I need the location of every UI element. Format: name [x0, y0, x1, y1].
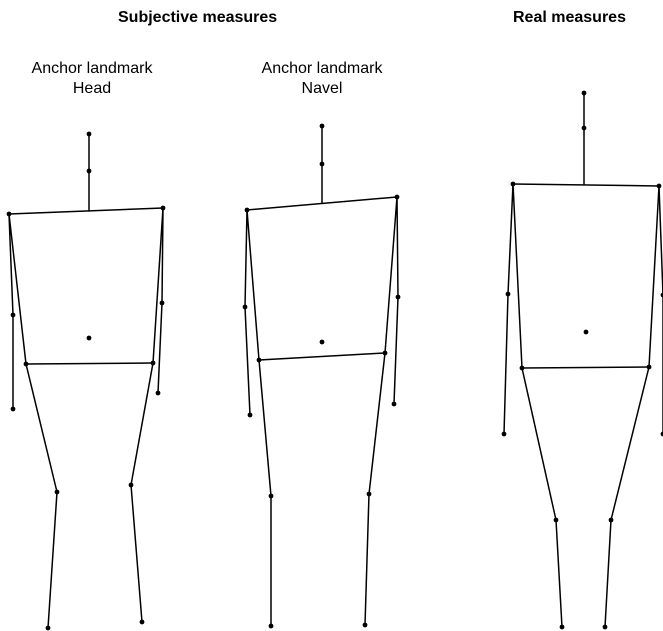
head-segment-shL-elbL [8, 213, 14, 316]
navel-segment-shL-hipL [246, 209, 260, 361]
head-segment-hipL-hipR [25, 362, 154, 365]
real-landmark-wrL [501, 431, 507, 437]
real-measures-body-figure [501, 90, 663, 630]
navel-anchor-label: Anchor landmark Navel [245, 59, 399, 99]
real-segment-elbL-wrL [503, 293, 509, 435]
navel-landmark-neck [319, 161, 325, 167]
head-landmark-neck [86, 168, 92, 174]
navel-landmark-kneeR [366, 491, 372, 497]
real-segment-shL-shR [512, 183, 660, 187]
real-landmark-kneeR [608, 517, 614, 523]
real-landmark-ankR [602, 624, 608, 630]
head-segment-hipL-kneeL [25, 363, 58, 493]
navel-segment-elbR-wrR [393, 296, 399, 405]
real-landmark-shL [510, 181, 516, 187]
navel-landmark-ankR [362, 622, 368, 628]
real-landmark-navel [583, 329, 589, 335]
head-landmark-wrL [10, 406, 16, 412]
navel-segment-shR-elbR [396, 196, 399, 298]
real-landmark-shR [656, 183, 662, 189]
real-segment-shR-hipR [648, 185, 660, 368]
navel-landmark-elbL [242, 304, 248, 310]
head-anchor-label-line1: Anchor landmark [31, 60, 153, 77]
navel-landmark-shR [394, 194, 400, 200]
real-measures-heading: Real measures [513, 9, 626, 26]
head-segment-shL-shR [8, 207, 164, 215]
subjective-measures-heading: Subjective measures [118, 9, 278, 26]
navel-segment-elbL-wrL [244, 306, 251, 416]
head-landmark-headTop [86, 131, 92, 137]
real-landmark-hipR [646, 364, 652, 370]
head-anchor-body-figure [6, 131, 166, 631]
navel-segment-shR-hipR [384, 196, 398, 354]
head-landmark-ankR [139, 619, 145, 625]
real-segment-hipL-kneeL [521, 367, 557, 521]
head-landmark-shR [160, 205, 166, 211]
navel-segment-hipR-kneeR [368, 352, 386, 495]
head-anchor-label-line2: Head [72, 80, 112, 97]
real-segment-shR-elbR [658, 185, 663, 296]
real-landmark-wrR [660, 431, 663, 437]
navel-landmark-elbR [395, 294, 401, 300]
head-landmark-shL [6, 211, 12, 217]
navel-landmark-navel [319, 339, 325, 345]
head-landmark-elbL [10, 312, 16, 318]
real-landmark-elbL [505, 291, 511, 297]
head-landmark-elbR [159, 300, 165, 306]
head-landmark-kneeR [128, 482, 134, 488]
real-landmark-ankL [559, 624, 565, 630]
navel-landmark-headTop [319, 123, 325, 129]
head-segment-elbR-wrR [157, 302, 163, 394]
head-anchor-label: Anchor landmark Head [17, 59, 167, 99]
navel-segment-shL-shR [246, 196, 398, 211]
head-landmark-navel [86, 335, 92, 341]
head-segment-shR-elbR [161, 207, 164, 304]
navel-anchor-label-line2: Navel [301, 80, 343, 97]
real-landmark-kneeL [553, 517, 559, 523]
real-segment-kneeL-ankL [555, 519, 563, 628]
head-segment-kneeR-ankR [130, 484, 143, 623]
navel-landmark-wrR [391, 401, 397, 407]
navel-anchor-label-line1: Anchor landmark [261, 60, 383, 77]
navel-landmark-hipL [256, 357, 262, 363]
navel-landmark-kneeL [268, 493, 274, 499]
navel-segment-hipL-kneeL [258, 359, 272, 497]
navel-landmark-wrL [247, 412, 253, 418]
navel-anchor-body-figure [242, 123, 401, 629]
head-landmark-hipR [150, 360, 156, 366]
head-segment-kneeL-ankL [47, 491, 58, 629]
head-segment-hipR-kneeR [130, 362, 154, 486]
head-segment-shL-hipL [8, 213, 27, 365]
head-landmark-hipL [23, 361, 29, 367]
navel-landmark-hipR [382, 350, 388, 356]
real-segment-kneeR-ankR [604, 519, 612, 628]
head-landmark-ankL [45, 625, 51, 631]
navel-segment-hipL-hipR [258, 352, 386, 361]
navel-segment-kneeR-ankR [364, 493, 370, 626]
head-landmark-kneeL [54, 489, 60, 495]
real-segment-hipR-kneeR [610, 366, 650, 521]
real-landmark-neck [581, 125, 587, 131]
head-landmark-wrR [155, 390, 161, 396]
real-landmark-elbR [660, 292, 663, 298]
real-landmark-hipL [519, 365, 525, 371]
real-segment-shL-hipL [512, 183, 523, 369]
head-segment-shR-hipR [152, 207, 164, 364]
navel-landmark-ankL [268, 623, 274, 629]
real-segment-shL-elbL [507, 183, 514, 295]
navel-landmark-shL [244, 207, 250, 213]
navel-segment-shL-elbL [244, 209, 248, 308]
real-segment-hipL-hipR [521, 366, 650, 369]
real-landmark-headTop [581, 90, 587, 96]
